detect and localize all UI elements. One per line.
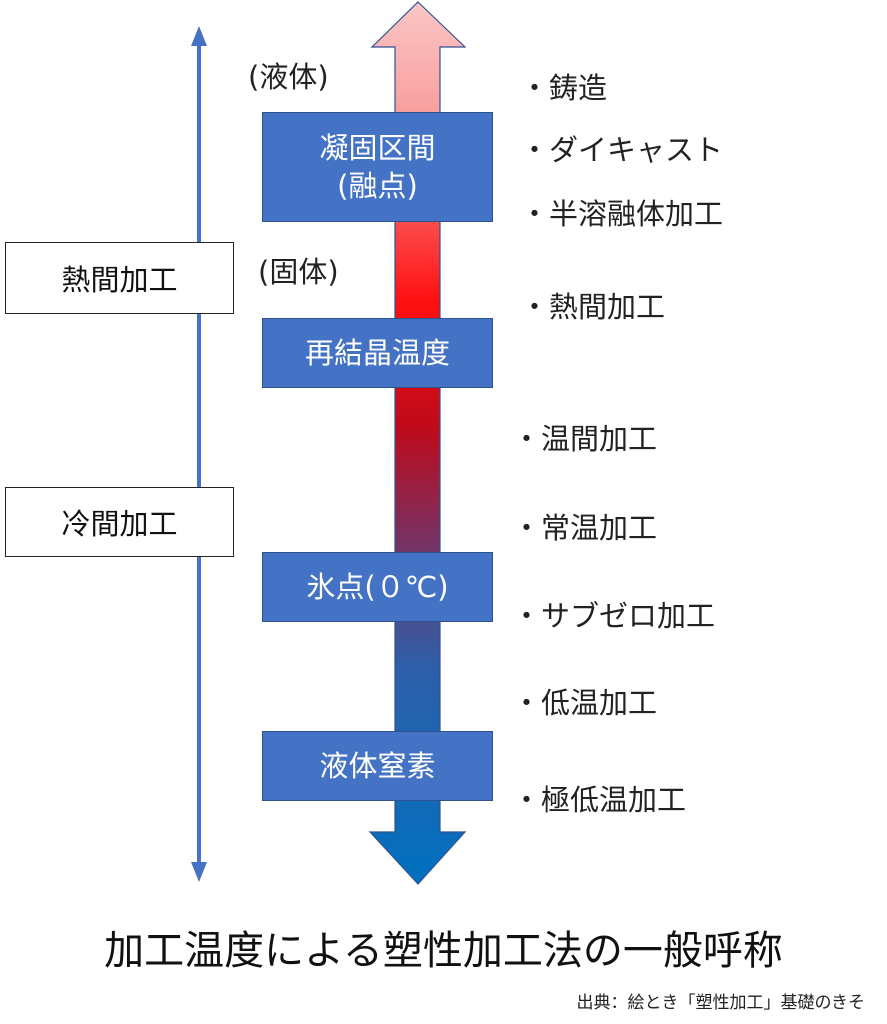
stage-label: 凝固区間	[319, 131, 436, 165]
method-hot-working: ・熱間加工	[520, 290, 666, 324]
solid-state-label: (固体)	[258, 255, 339, 289]
cold-working-box: 冷間加工	[5, 487, 234, 557]
method-die-casting: ・ダイキャスト	[520, 133, 724, 167]
method-semi-solid: ・半溶融体加工	[520, 197, 724, 231]
liquid-nitrogen-box: 液体窒素	[262, 731, 493, 801]
diagram-title: 加工温度による塑性加工法の一般呼称	[104, 928, 783, 974]
stage-sublabel: (融点)	[337, 169, 418, 203]
source-citation: 出典：絵とき「塑性加工」基礎のきそ	[576, 993, 866, 1013]
stage-label: 液体窒素	[319, 749, 436, 783]
solidification-range-box: 凝固区間 (融点)	[262, 112, 493, 222]
method-room-temp-working: ・常温加工	[512, 511, 658, 545]
method-subzero-working: ・サブゼロ加工	[512, 599, 716, 633]
stage-label: 再結晶温度	[304, 336, 450, 370]
freezing-point-box: 氷点(０℃)	[262, 552, 493, 622]
method-warm-working: ・温間加工	[512, 422, 658, 456]
temperature-arrow	[368, 1, 467, 885]
method-cryogenic-working: ・極低温加工	[512, 783, 687, 817]
left-axis-double-arrow	[191, 26, 207, 882]
liquid-state-label: (液体)	[248, 60, 329, 94]
method-low-temp-working: ・低温加工	[512, 686, 658, 720]
stage-label: 氷点(０℃)	[306, 570, 449, 604]
recrystallization-temperature-box: 再結晶温度	[262, 318, 493, 388]
hot-working-box: 熱間加工	[5, 242, 234, 314]
method-casting: ・鋳造	[520, 71, 608, 105]
